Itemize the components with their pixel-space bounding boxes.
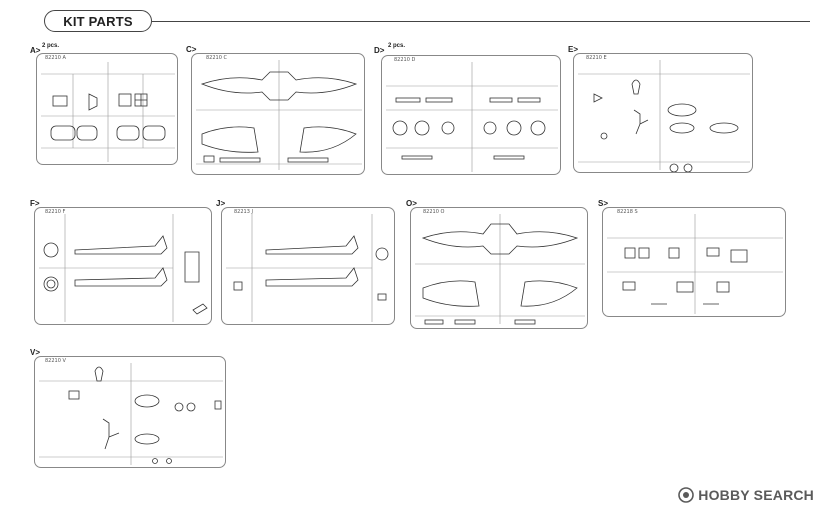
sprue-letter: F> (30, 199, 40, 208)
sprue-code: 82213 J (234, 209, 253, 215)
sprue-code: 82210 D (394, 57, 416, 63)
sprue-frame: 82218 S (602, 207, 786, 317)
sprue-o: O> 82210 O (406, 199, 590, 331)
sprue-c: C> 82210 C (186, 43, 366, 175)
watermark: HOBBY SEARCH (678, 487, 814, 503)
sprue-count: 2 pcs. (388, 43, 406, 49)
sprue-e: E> 82210 E (568, 43, 754, 173)
sprue-letter: D> (374, 46, 385, 55)
sprue-frame: 82210 C (191, 53, 365, 175)
sprue-frame: 82210 A (36, 53, 178, 165)
sprue-frame: 82210 D (381, 55, 561, 175)
sprue-j: J> 82213 J (216, 199, 396, 327)
watermark-text: HOBBY SEARCH (698, 487, 814, 503)
section-title: KIT PARTS (44, 10, 152, 32)
sprue-frame: 82210 F (34, 207, 212, 325)
sprue-v-parts (39, 363, 223, 465)
sprue-letter: E> (568, 45, 579, 54)
sprue-v: V> 82210 V (30, 348, 228, 470)
sprue-s-parts (607, 214, 783, 314)
sprue-frame: 82213 J (221, 207, 395, 325)
sprue-code: 82210 V (45, 358, 66, 364)
sprue-letter: C> (186, 45, 197, 54)
sprue-code: 82210 O (423, 209, 445, 215)
header-divider (152, 21, 810, 22)
sprue-f: F> 82210 F (30, 199, 214, 325)
sprue-c-parts (196, 60, 362, 170)
sprue-e-parts (578, 60, 750, 172)
sprue-code: 82218 S (617, 209, 638, 215)
sprue-a: A> 2 pcs. 82210 A (30, 43, 180, 167)
hobby-search-logo-icon (678, 487, 695, 503)
sprue-letter: A> (30, 46, 41, 55)
sprue-frame: 82210 V (34, 356, 226, 468)
sprue-d: D> 2 pcs. 82210 D (374, 43, 562, 177)
sprue-d-parts (386, 62, 558, 172)
sprue-f-parts (39, 214, 208, 322)
sprue-letter: O> (406, 199, 417, 208)
sprue-code: 82210 E (586, 55, 607, 61)
sprue-count: 2 pcs. (42, 43, 60, 49)
sprue-code: 82210 F (45, 209, 66, 215)
sprue-letter: J> (216, 199, 226, 208)
sprue-s: S> 82218 S (598, 199, 788, 319)
sprue-frame: 82210 E (573, 53, 753, 173)
sprue-letter: S> (598, 199, 609, 208)
sprue-a-parts (41, 62, 175, 162)
sprue-code: 82210 A (45, 55, 66, 61)
sprue-o-parts (415, 214, 585, 325)
sprue-code: 82210 C (206, 55, 227, 61)
sprue-frame: 82210 O (410, 207, 588, 329)
sprue-letter: V> (30, 348, 41, 357)
sprue-j-parts (226, 214, 389, 322)
